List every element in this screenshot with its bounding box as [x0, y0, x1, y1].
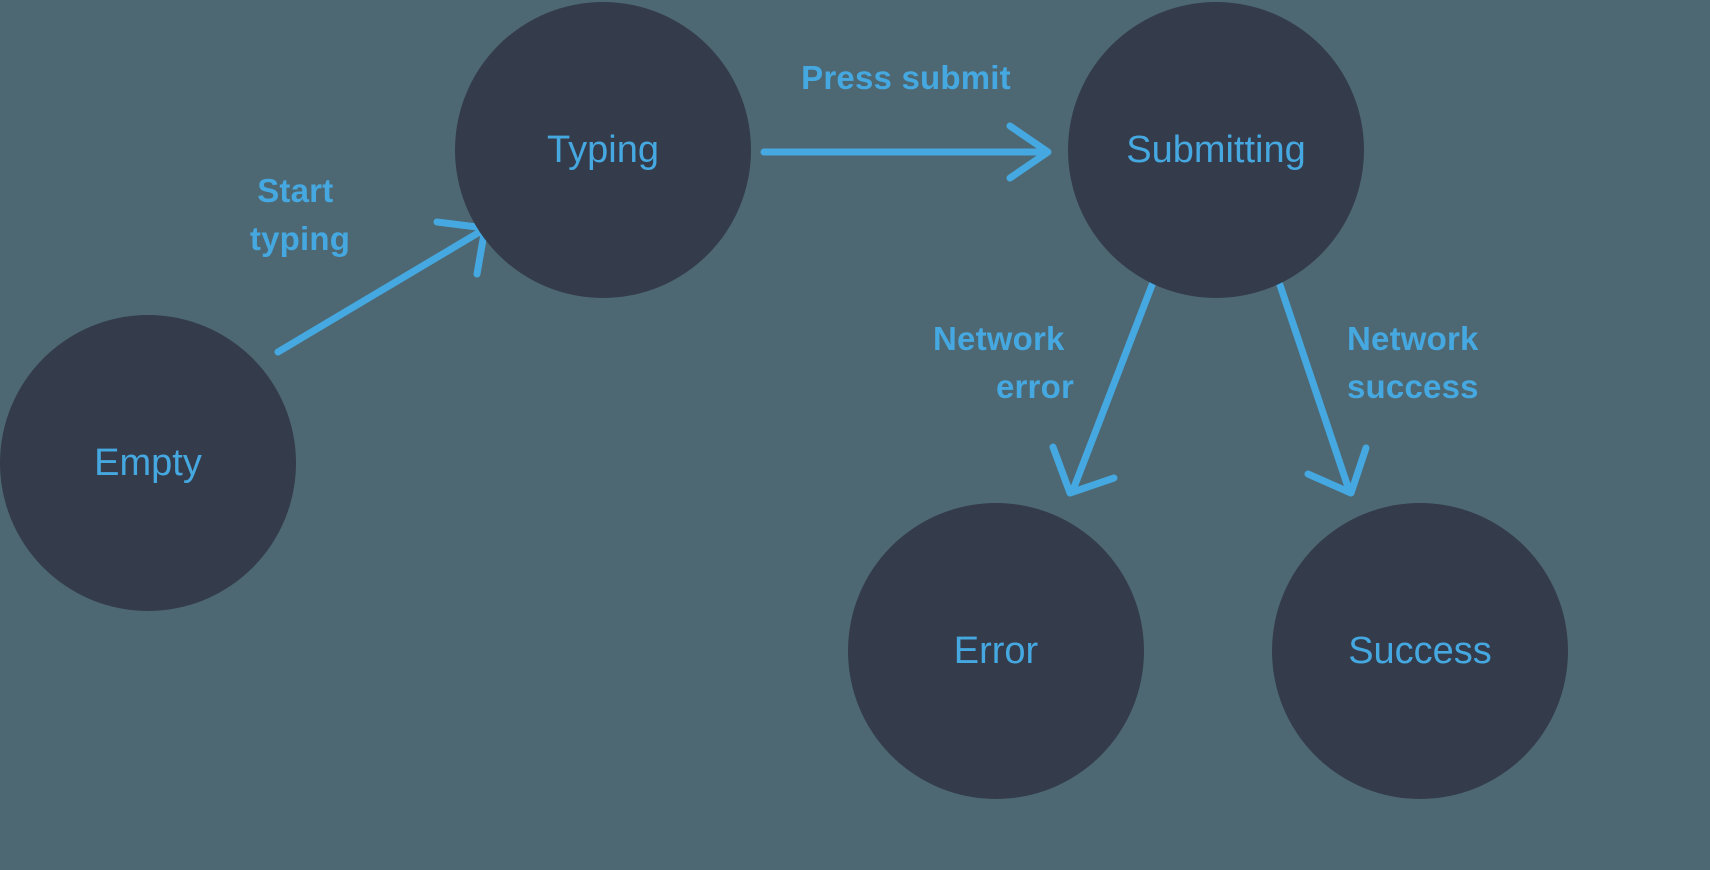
edge-label-line: Network	[933, 320, 1065, 357]
state-node-submitting[interactable]: Submitting	[1068, 2, 1364, 298]
state-circle[interactable]	[0, 315, 296, 611]
edge-empty-to-typing: Start typing	[250, 172, 489, 356]
edge-label-line: success	[1347, 368, 1479, 405]
edge-label-line: typing	[250, 220, 350, 257]
edge-label-start-typing: Start typing	[250, 172, 350, 257]
state-label-success: Success	[1348, 630, 1492, 672]
edge-label-network-success: Network success	[1347, 320, 1488, 405]
edge-label-line: Start	[257, 172, 333, 209]
state-circle[interactable]	[1068, 2, 1364, 298]
edge-label-line: error	[996, 368, 1074, 405]
edge-line	[1276, 281, 1353, 494]
edge-line	[1069, 281, 1156, 494]
edge-typing-to-submitting: Press submit	[760, 59, 1052, 182]
state-label-empty: Empty	[94, 442, 202, 484]
state-circle[interactable]	[848, 503, 1144, 799]
arrowhead-icon	[433, 218, 489, 278]
state-label-submitting: Submitting	[1126, 129, 1306, 171]
state-label-error: Error	[954, 630, 1039, 672]
state-node-success[interactable]: Success	[1272, 503, 1568, 799]
edge-label-line: Press submit	[801, 59, 1011, 96]
edge-label-line: Network	[1347, 320, 1479, 357]
edge-submitting-to-error: Network error	[933, 281, 1156, 497]
arrowhead-icon	[1006, 122, 1052, 182]
state-node-typing[interactable]: Typing	[455, 2, 751, 298]
edge-label-press-submit: Press submit	[801, 59, 1011, 96]
state-node-error[interactable]: Error	[848, 503, 1144, 799]
state-circle[interactable]	[1272, 503, 1568, 799]
edge-label-network-error: Network error	[933, 320, 1074, 405]
edge-submitting-to-success: Network success	[1276, 281, 1488, 497]
edge-line	[274, 226, 487, 356]
state-label-typing: Typing	[547, 129, 659, 171]
state-circle[interactable]	[455, 2, 751, 298]
state-node-empty[interactable]: Empty	[0, 315, 296, 611]
arrowhead-icon	[1049, 443, 1118, 497]
arrowhead-icon	[1304, 444, 1370, 497]
